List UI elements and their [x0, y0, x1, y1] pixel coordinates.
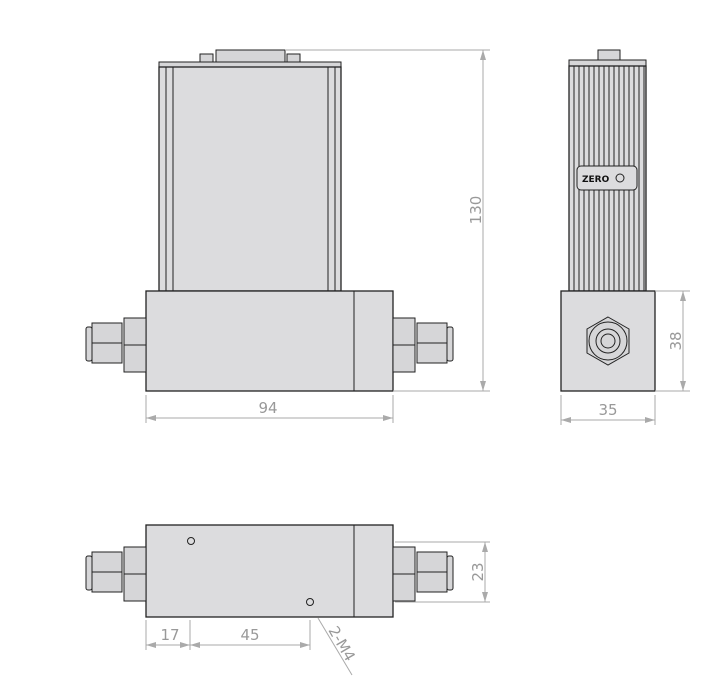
dim-height-38: 38 [667, 331, 685, 350]
dim-height-130: 130 [467, 196, 485, 225]
dim-width-94: 94 [258, 399, 277, 417]
bottom-view: 23 17 45 2-M4 [85, 524, 490, 676]
dim-port-23: 23 [469, 562, 487, 581]
dim-width-35: 35 [598, 401, 617, 419]
inlet-fitting [85, 546, 147, 602]
dim-spacing-45: 45 [240, 626, 259, 644]
zero-button[interactable] [615, 173, 625, 183]
thread-callout: 2-M4 [325, 623, 359, 664]
front-view: 130 94 [85, 49, 490, 423]
outlet-fitting [392, 546, 454, 602]
mounting-hole [187, 537, 195, 545]
zero-label: ZERO [582, 175, 610, 185]
inlet-fitting [85, 317, 147, 373]
zero-label-plate [576, 165, 638, 191]
outlet-fitting [392, 317, 454, 373]
side-view: ZERO 38 35 [560, 49, 690, 425]
dim-offset-17: 17 [160, 626, 179, 644]
mounting-hole [306, 598, 314, 606]
